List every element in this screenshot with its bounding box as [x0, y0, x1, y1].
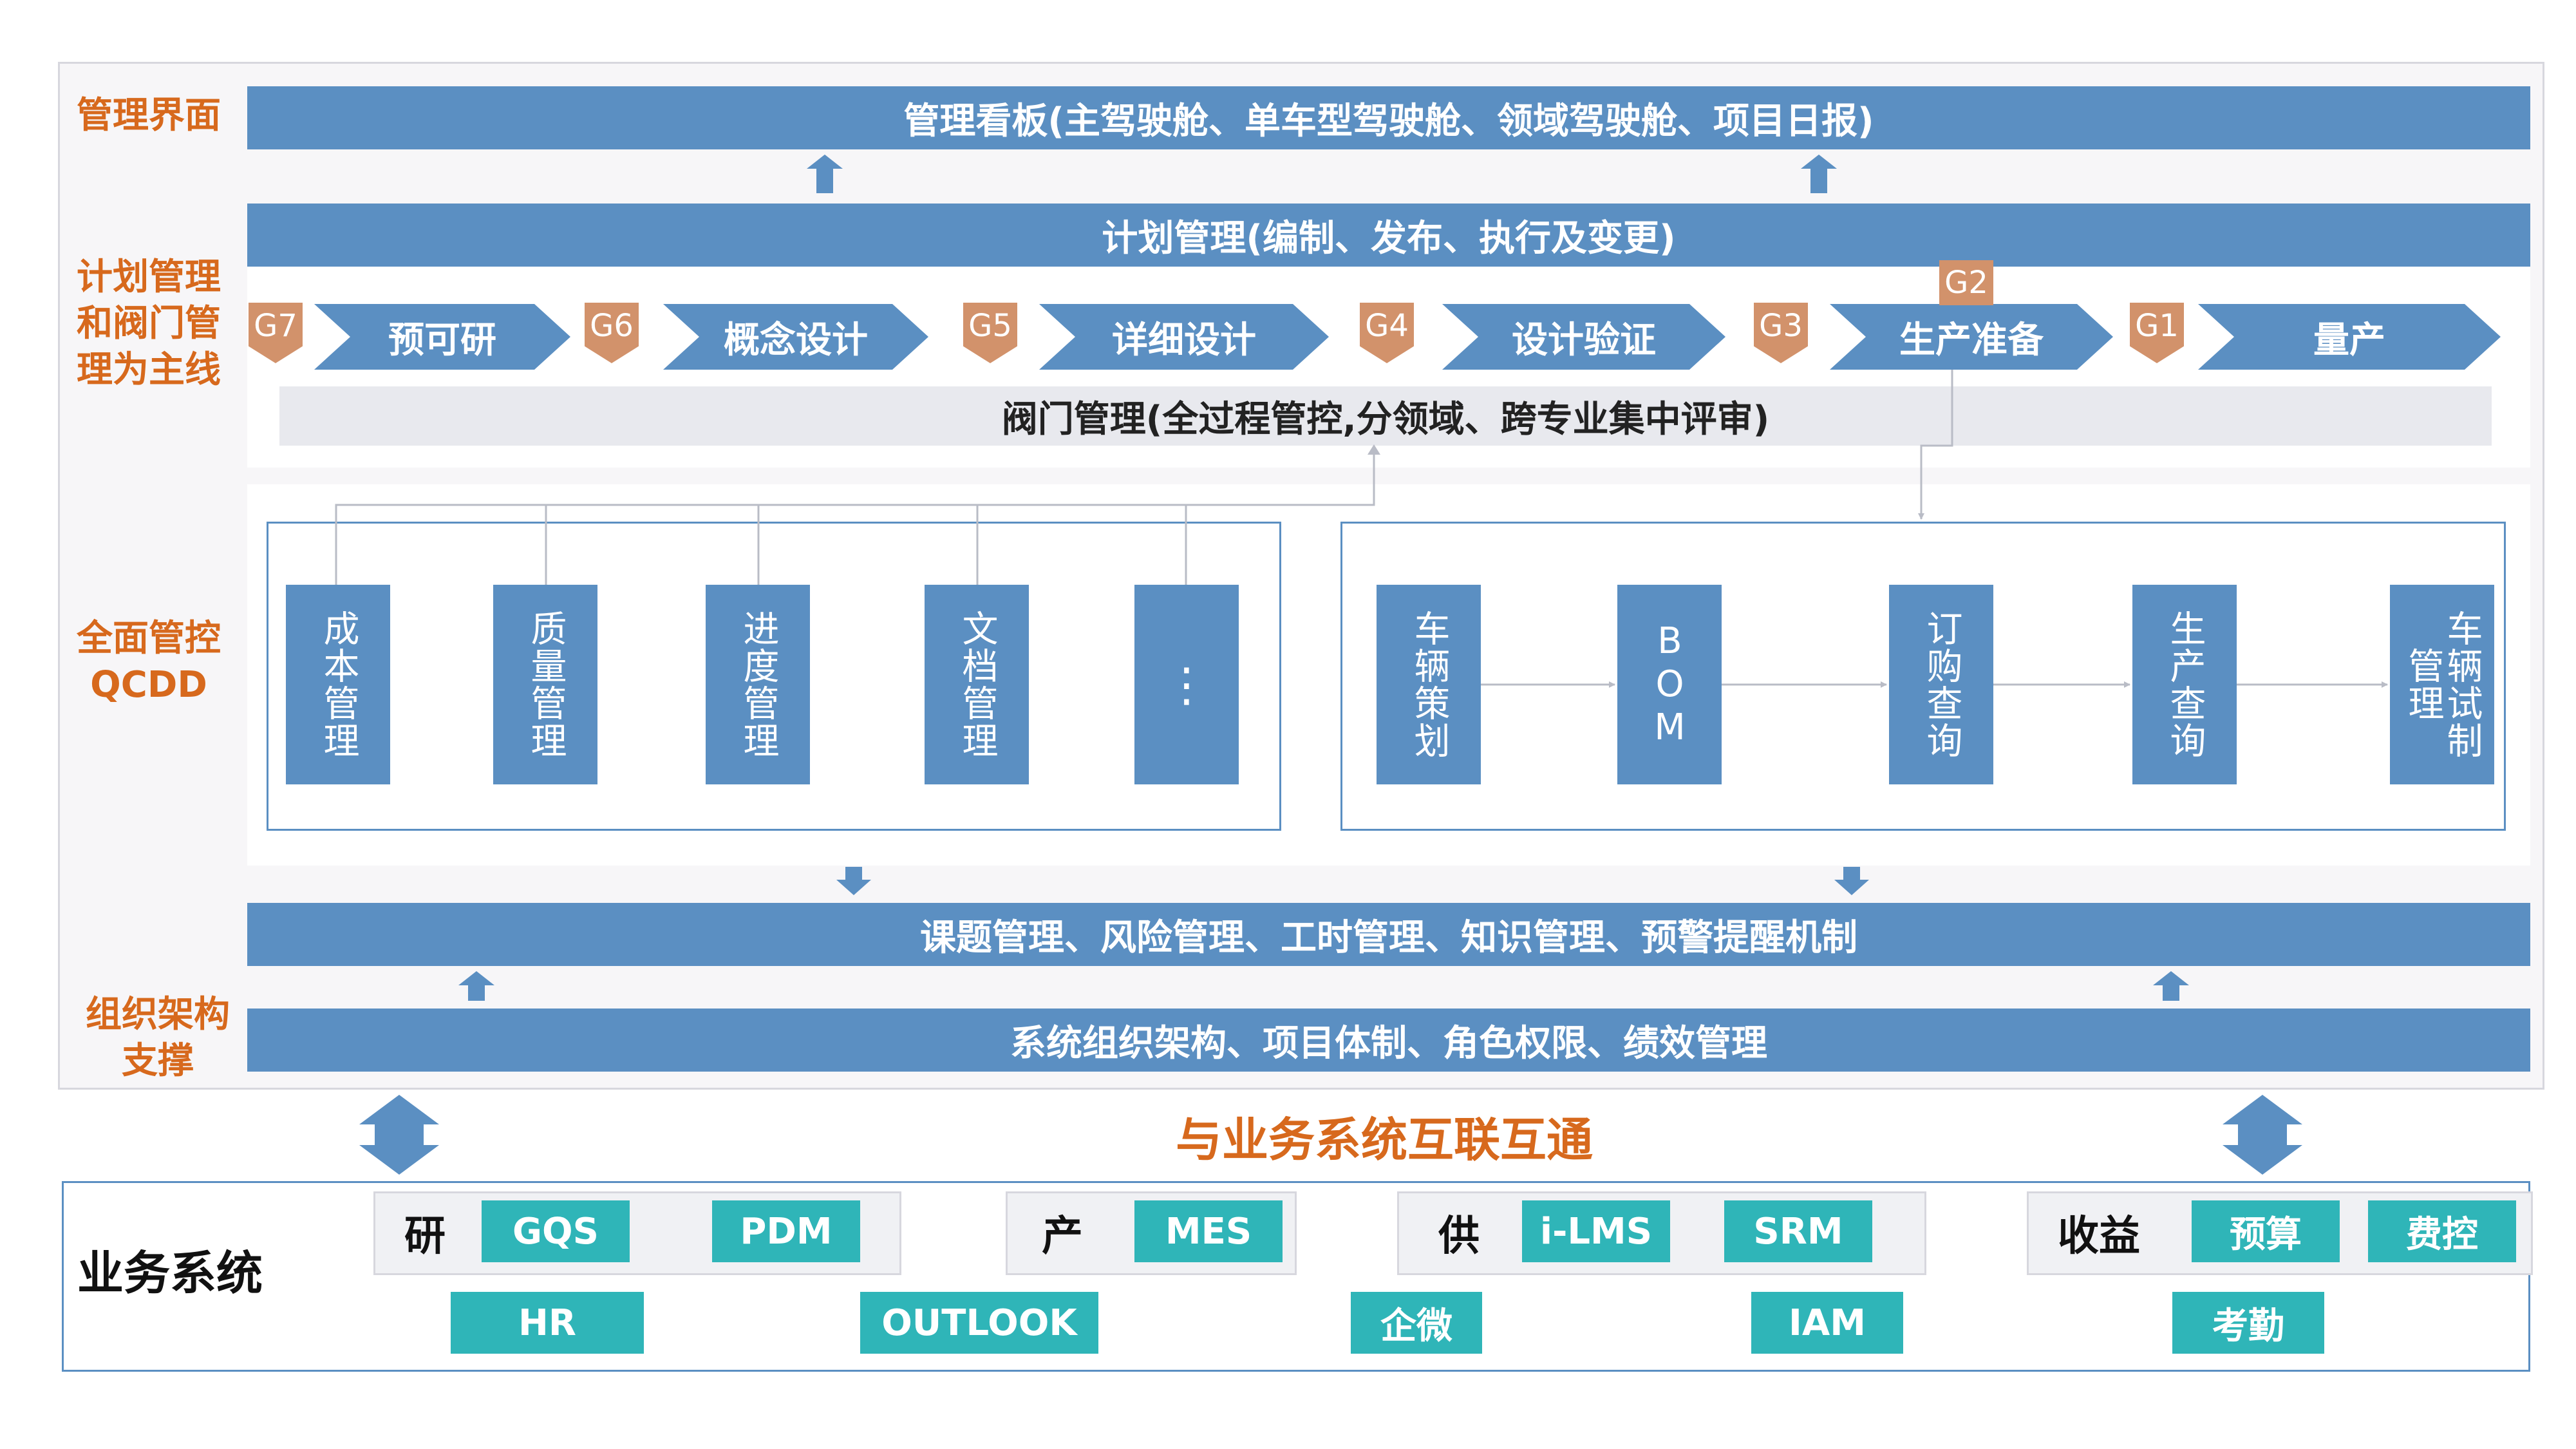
module-more: ⋮	[1134, 585, 1239, 784]
connector-arrow-up	[1368, 444, 1380, 455]
label-qcdd-2: QCDD	[90, 664, 207, 706]
system-expense-control: 费控	[2368, 1200, 2516, 1262]
stage-pre-study: 预可研	[314, 304, 570, 370]
stage-detail-design: 详细设计	[1039, 304, 1329, 370]
business-systems-title: 业务系统	[77, 1245, 263, 1300]
double-arrow-left	[359, 1095, 439, 1175]
stage-design-verify: 设计验证	[1442, 304, 1725, 370]
interconnect-title: 与业务系统互联互通	[1175, 1112, 1593, 1167]
stage-mass-production: 量产	[2198, 304, 2501, 370]
arrow-up-3	[458, 971, 494, 1001]
group-label-production: 产	[1042, 1213, 1083, 1260]
module-quality: 质量管理	[493, 585, 597, 784]
system-iam: IAM	[1751, 1292, 1903, 1354]
group-label-supply: 供	[1438, 1213, 1480, 1260]
system-wecom: 企微	[1351, 1292, 1482, 1354]
module-schedule: 进度管理	[706, 585, 810, 784]
system-hr: HR	[451, 1292, 644, 1354]
stage-concept-design: 概念设计	[663, 304, 928, 370]
system-mes: MES	[1134, 1200, 1283, 1262]
label-qcdd-1: 全面管控	[77, 618, 221, 659]
module-cost: 成本管理	[286, 585, 390, 784]
arrow-down-2	[1834, 867, 1869, 895]
arrow-up-1	[807, 155, 843, 193]
module-vehicle-planning: 车辆策划	[1377, 585, 1481, 784]
module-order-query: 订购查询	[1889, 585, 1993, 784]
system-attendance: 考勤	[2172, 1292, 2324, 1354]
system-pdm: PDM	[712, 1200, 860, 1262]
module-document: 文档管理	[925, 585, 1029, 784]
gate-management-bar: 阀门管理(全过程管控,分领域、跨专业集中评审)	[279, 386, 2492, 446]
stage-production-prep: 生产准备	[1830, 304, 2113, 370]
label-org-support: 组织架构支撑	[86, 994, 230, 1082]
system-outlook: OUTLOOK	[860, 1292, 1098, 1354]
system-gqs: GQS	[482, 1200, 630, 1262]
plan-bar: 计划管理(编制、发布、执行及变更)	[247, 204, 2530, 267]
module-bom: BOM	[1617, 585, 1722, 784]
dashboard-bar: 管理看板(主驾驶舱、单车型驾驶舱、领域驾驶舱、项目日报)	[247, 86, 2530, 149]
gate-g2: G2	[1939, 260, 1993, 305]
connector-left-modules	[335, 446, 1375, 585]
arrow-up-4	[2153, 971, 2189, 1001]
connector-prod-prep	[1918, 370, 1953, 520]
topics-bar: 课题管理、风险管理、工时管理、知识管理、预警提醒机制	[247, 903, 2530, 966]
system-budget: 预算	[2192, 1200, 2340, 1262]
group-label-rd: 研	[404, 1213, 446, 1260]
module-vehicle-trial: 车辆试制管理	[2390, 585, 2494, 784]
arrow-up-2	[1801, 155, 1837, 193]
system-srm: SRM	[1724, 1200, 1872, 1262]
arrow-down-1	[836, 867, 871, 895]
org-bar: 系统组织架构、项目体制、角色权限、绩效管理	[247, 1009, 2530, 1072]
double-arrow-right	[2223, 1095, 2302, 1175]
module-production-query: 生产查询	[2132, 585, 2237, 784]
system-ilms: i-LMS	[1522, 1200, 1670, 1262]
label-plan-gate-mainline: 计划管理和阀门管理为主线	[77, 256, 221, 391]
group-label-revenue: 收益	[2058, 1213, 2140, 1260]
label-management-ui: 管理界面	[77, 95, 221, 137]
